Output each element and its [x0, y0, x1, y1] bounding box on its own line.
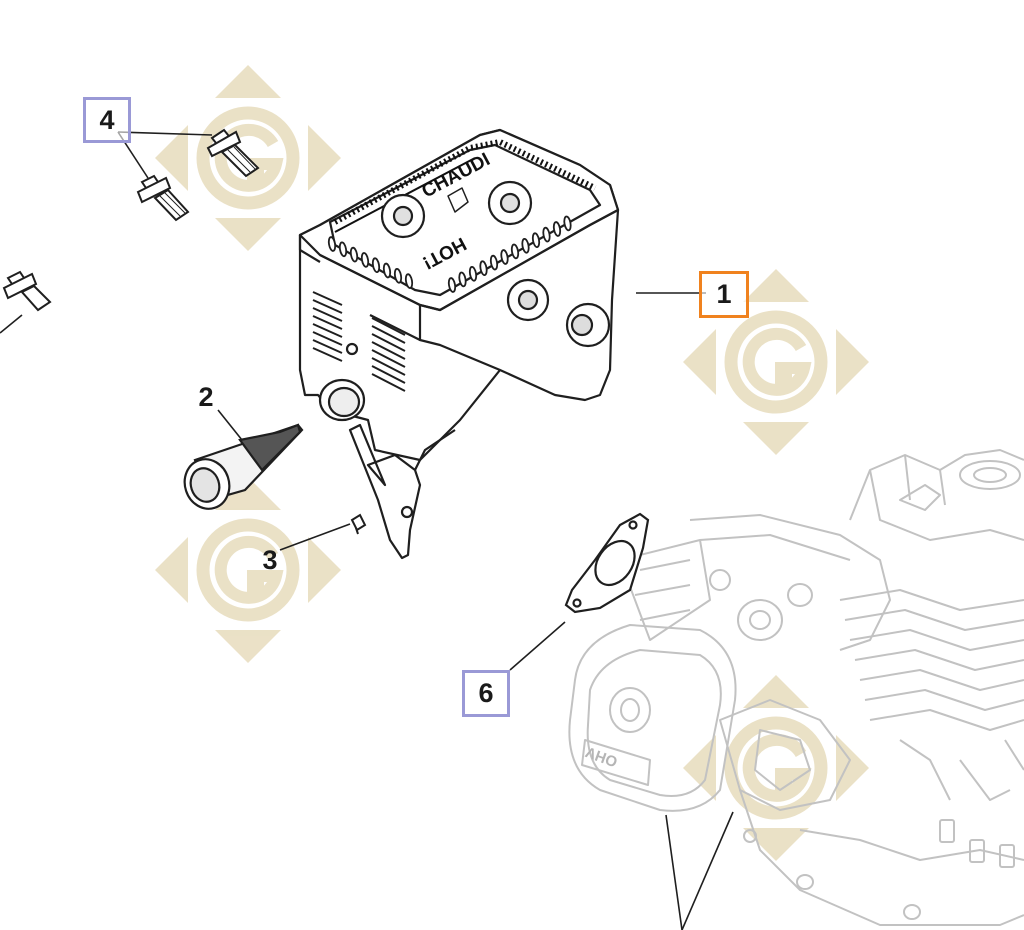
bolt-left	[2, 270, 52, 312]
callout-3[interactable]: 3	[262, 544, 278, 575]
watermark-logo-icon	[683, 675, 869, 861]
engine-ohv-label: OHV	[583, 743, 619, 770]
watermark-logo-icon	[155, 65, 341, 251]
leader-lines	[0, 131, 734, 930]
callout-4[interactable]: 4	[83, 97, 131, 143]
screw-small	[350, 513, 367, 535]
watermark-layer	[155, 65, 869, 861]
watermark-logo-icon	[683, 269, 869, 455]
watermark-logo-icon	[155, 477, 341, 663]
callout-1[interactable]: 1	[699, 271, 749, 318]
engine-block	[568, 449, 1024, 926]
muffler-assembly	[298, 128, 620, 560]
exhaust-deflector	[183, 423, 304, 510]
bolt-upper	[206, 128, 260, 178]
callout-6[interactable]: 6	[462, 670, 510, 717]
callout-2[interactable]: 2	[198, 381, 214, 412]
bolt-lower	[136, 174, 190, 222]
exhaust-gasket	[564, 512, 650, 614]
